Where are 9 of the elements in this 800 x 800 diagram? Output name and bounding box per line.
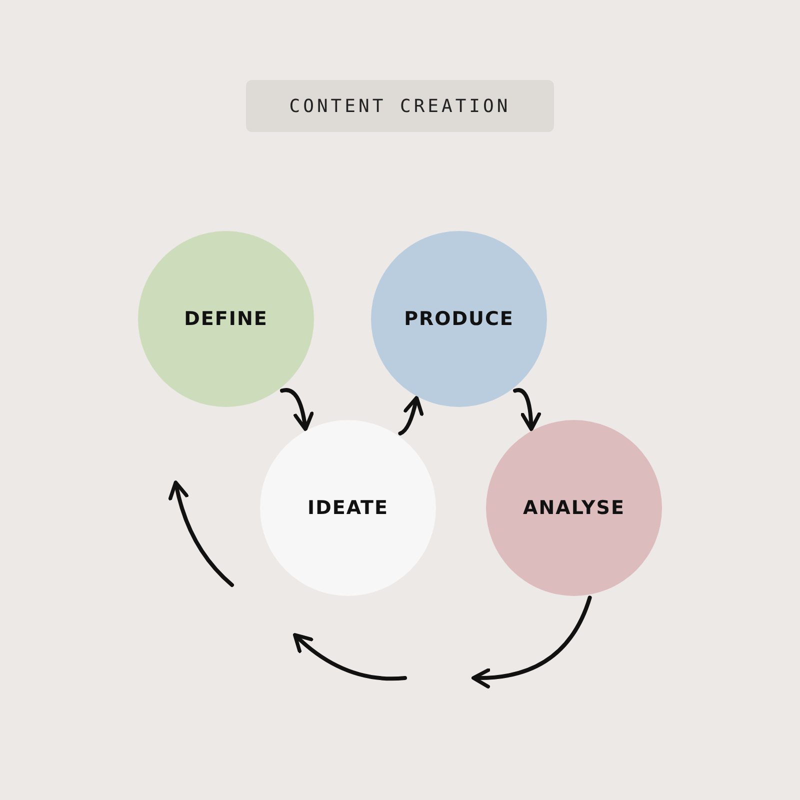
stage-label: PRODUCE: [404, 308, 514, 330]
title-badge: CONTENT CREATION: [246, 80, 554, 132]
curved-arrow: [513, 388, 541, 432]
curved-arrow: [472, 596, 592, 688]
stage-label: IDEATE: [308, 497, 388, 519]
stage-label: DEFINE: [184, 308, 268, 330]
curved-arrow: [280, 388, 314, 432]
curved-arrow: [398, 396, 424, 436]
stage-label: ANALYSE: [523, 497, 625, 519]
